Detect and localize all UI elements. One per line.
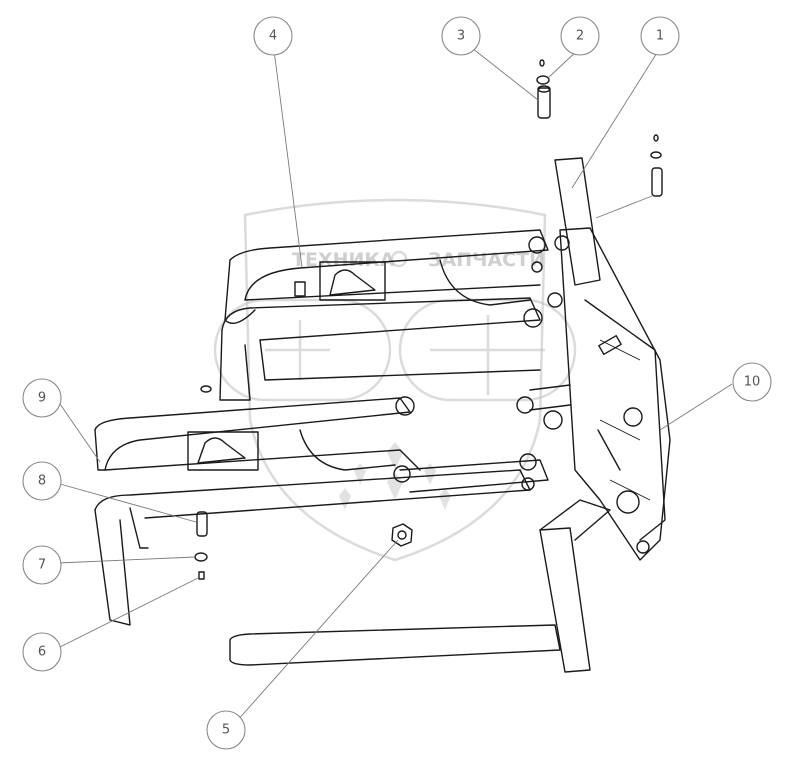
pin-3 [537,85,551,119]
callout-6-label: 6 [38,645,46,660]
callout-10-label: 10 [744,375,761,390]
leader-lines [57,47,733,723]
callout-10: 10 [732,362,772,402]
callout-1: 1 [640,16,680,56]
washer-2 [536,59,550,85]
callout-7-label: 7 [38,558,46,573]
watermark-right-text: ЗАПЧАСТИ [428,249,545,271]
callout-4: 4 [253,16,293,56]
nut-5 [391,523,413,547]
callout-4-label: 4 [269,29,277,44]
carriage-frame [554,157,671,561]
nut-6 [198,571,205,580]
callout-8-label: 8 [38,474,46,489]
callout-9: 9 [22,378,62,418]
callout-7: 7 [22,545,62,585]
callout-9-label: 9 [38,391,46,406]
callout-5-label: 5 [222,723,230,738]
callout-5: 5 [206,710,246,750]
pin-8 [196,511,208,537]
washer-upper-left [200,385,212,393]
callout-8: 8 [22,461,62,501]
upper-clamp-arm [224,229,570,324]
upper-fork-tine [219,292,571,430]
callout-2: 2 [560,16,600,56]
bottom-fork-tine [229,499,611,673]
lower-clamp-arm [94,396,549,493]
pin-right [650,134,663,197]
callout-3-label: 3 [457,29,465,44]
lower-hook-tine [94,453,537,626]
washer-7 [194,552,208,562]
watermark-left-text: ТЕХНИКА [292,249,395,271]
callout-1-label: 1 [656,29,664,44]
callout-2-label: 2 [576,29,584,44]
callout-6: 6 [22,632,62,672]
callout-3: 3 [441,16,481,56]
